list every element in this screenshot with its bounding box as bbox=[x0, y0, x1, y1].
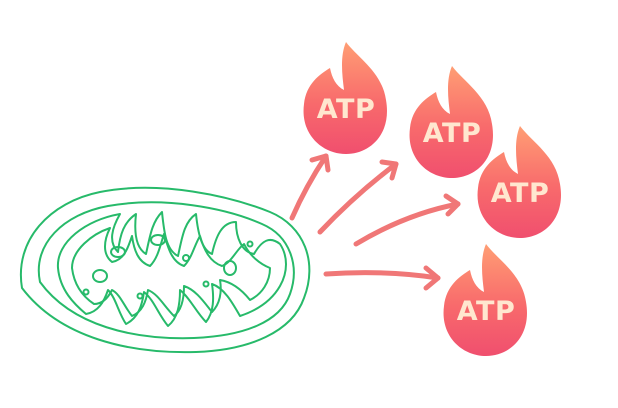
atp-molecule: ATP bbox=[409, 66, 493, 178]
cristae bbox=[56, 211, 287, 327]
granule bbox=[182, 254, 190, 262]
atp-molecule: ATP bbox=[303, 42, 387, 154]
granule bbox=[246, 240, 254, 248]
granule bbox=[202, 280, 210, 288]
mitochondrion bbox=[19, 186, 311, 354]
atp-molecule: ATP bbox=[477, 126, 561, 238]
granule bbox=[136, 292, 144, 300]
atp-label: ATP bbox=[491, 178, 550, 209]
arrow-to-atp-3 bbox=[353, 193, 461, 247]
outer-membrane bbox=[19, 186, 311, 354]
inner-membrane-outline bbox=[37, 201, 295, 340]
granule bbox=[82, 288, 90, 296]
atp-label: ATP bbox=[457, 296, 516, 327]
granule bbox=[110, 246, 126, 258]
granule bbox=[223, 260, 237, 276]
granule bbox=[92, 269, 108, 283]
arrow-to-atp-2 bbox=[317, 159, 399, 235]
arrow-to-atp-1 bbox=[289, 153, 331, 221]
arrows bbox=[289, 153, 461, 291]
atp-label: ATP bbox=[317, 94, 376, 125]
atp-molecule: ATP bbox=[443, 244, 527, 356]
arrow-to-atp-4 bbox=[323, 265, 441, 291]
granule bbox=[150, 234, 166, 246]
atp-label: ATP bbox=[423, 118, 482, 149]
